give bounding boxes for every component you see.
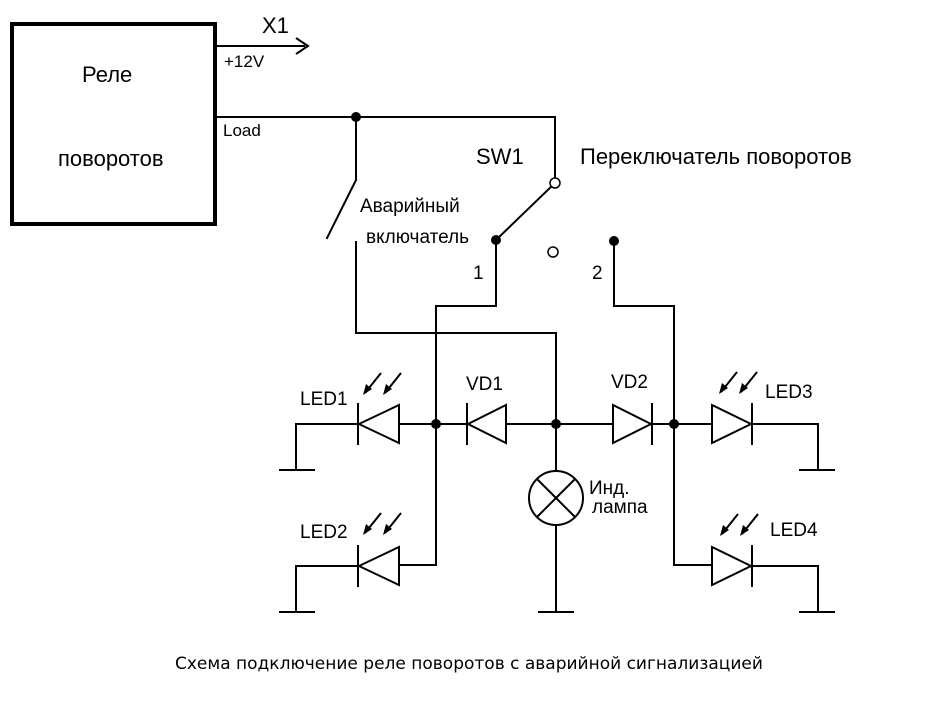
hazard-switch-label-line1: Аварийный xyxy=(360,196,460,217)
vd1-label: VD1 xyxy=(466,374,503,395)
led3-label: LED3 xyxy=(765,382,813,403)
lamp-label-line2: лампа xyxy=(592,497,648,518)
diagram-caption: Схема подключение реле поворотов с авари… xyxy=(175,654,763,674)
x1-voltage-label: +12V xyxy=(224,52,265,71)
hazard-switch-output-wire xyxy=(355,241,557,424)
left-side-wire xyxy=(398,239,497,566)
sw1-label: SW1 xyxy=(476,144,524,169)
x1-label: X1 xyxy=(262,13,289,38)
lamp-label-line1: Инд. xyxy=(589,478,630,499)
led4-label: LED4 xyxy=(770,520,818,541)
vd1: VD1 xyxy=(465,374,507,445)
vd2-label: VD2 xyxy=(611,372,648,393)
led2: LED2 xyxy=(295,512,402,613)
led3-ray-arrow-icon xyxy=(739,383,748,394)
sw1-pivot-contact xyxy=(549,177,561,189)
x1-arrow-icon xyxy=(295,37,310,55)
relay-box xyxy=(10,22,217,226)
hazard-switch: Аварийный включатель xyxy=(325,116,557,424)
led3-ray-arrow-icon xyxy=(719,383,728,394)
sw1-position-1-label: 1 xyxy=(473,263,484,284)
led4-diode-icon xyxy=(711,545,754,587)
led4-ground-lead xyxy=(751,565,819,613)
vd1-diode-icon xyxy=(465,403,507,445)
led2-diode-icon xyxy=(356,545,400,587)
led1-ray-arrow-icon xyxy=(383,384,392,395)
sw1-switch: SW1 Переключатель поворотов 1 2 xyxy=(398,144,852,566)
sw1-position-2-label: 2 xyxy=(592,263,603,284)
led2-label: LED2 xyxy=(300,522,348,543)
led2-ray-arrow-icon xyxy=(363,524,372,535)
vd2-diode-icon xyxy=(612,403,654,445)
led2-ray-arrow-icon xyxy=(383,524,392,535)
led3: LED3 xyxy=(711,371,813,445)
load-line xyxy=(214,116,556,178)
led4-ray-arrow-icon xyxy=(740,525,749,536)
sw1-blade xyxy=(494,181,557,242)
main-bus xyxy=(295,419,819,429)
hazard-switch-blade xyxy=(325,178,358,240)
relay-label-line1: Реле xyxy=(82,62,132,87)
relay-label-line2: поворотов xyxy=(58,146,164,171)
led4: LED4 xyxy=(711,513,819,613)
led3-diode-icon xyxy=(711,403,754,445)
led1-label: LED1 xyxy=(300,389,348,410)
led1: LED1 xyxy=(300,372,402,445)
indicator-lamp: Инд. лампа xyxy=(528,423,648,613)
ground-symbols xyxy=(279,423,835,613)
load-label: Load xyxy=(223,121,261,140)
load-wire: Load xyxy=(214,112,556,178)
sw1-description: Переключатель поворотов xyxy=(580,144,852,169)
relay-block: Реле поворотов xyxy=(10,22,217,226)
led2-ground-lead xyxy=(295,565,358,613)
led1-diode-icon xyxy=(356,403,400,445)
left-junction-dot xyxy=(431,419,441,429)
right-side-wire xyxy=(613,240,713,566)
led1-ray-arrow-icon xyxy=(363,384,372,395)
led4-ray-arrow-icon xyxy=(720,525,729,536)
sw1-neutral-contact xyxy=(547,246,559,258)
right-junction-dot xyxy=(669,419,679,429)
x1-terminal: X1 +12V xyxy=(214,13,310,71)
lamp-cross-line xyxy=(536,478,576,518)
hazard-switch-label-line2: включатель xyxy=(366,227,469,248)
vd2: VD2 xyxy=(611,372,654,445)
